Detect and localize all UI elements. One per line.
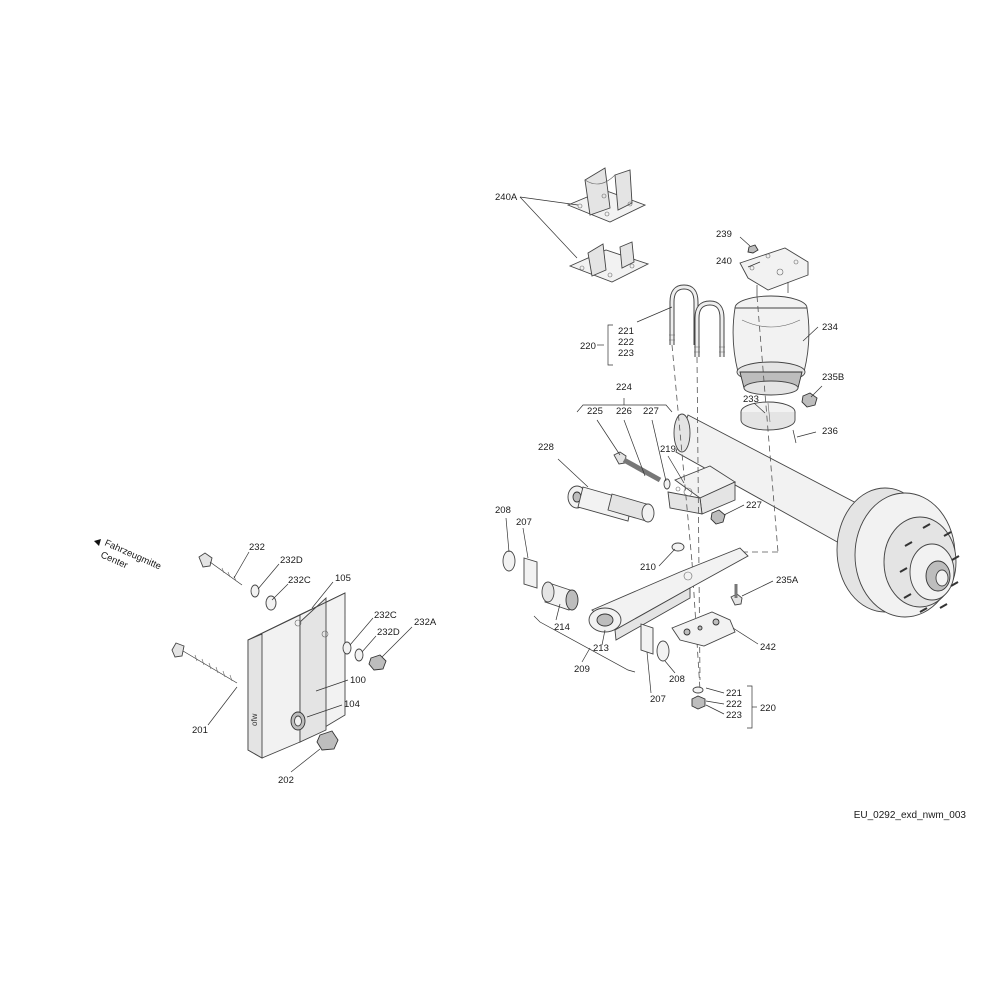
label-233: 233 (743, 394, 759, 405)
label-239: 239 (716, 229, 732, 240)
washer-208-right (656, 640, 670, 662)
bracket-nut (316, 730, 339, 751)
arm-bush (541, 581, 579, 611)
label-219: 219 (660, 444, 676, 455)
direction-indicator: Fahrzeugmitte Center (94, 538, 163, 572)
label-234: 234 (822, 322, 838, 333)
label-227-mid: 227 (746, 500, 762, 511)
shock-mount-bolt (613, 451, 726, 525)
label-223-lower: 223 (726, 710, 742, 721)
screw-236 (792, 429, 797, 444)
label-105: 105 (335, 573, 351, 584)
label-232D-lower: 232D (377, 627, 400, 638)
wear-plate-207-left (523, 557, 538, 589)
nut-239 (747, 244, 759, 254)
nut-223-lower (691, 695, 706, 710)
nut-235B (801, 392, 818, 408)
nut-232A (368, 654, 387, 671)
label-226: 226 (616, 406, 632, 417)
label-209: 209 (574, 664, 590, 675)
label-208-right: 208 (669, 674, 685, 685)
brake-drum-hub (836, 487, 960, 618)
bracket-back-plate (247, 633, 263, 759)
wear-plate-207-right (640, 623, 654, 655)
bracket-stamp: ofw (250, 713, 259, 726)
washer-222-lower (692, 686, 704, 694)
label-232D-upper: 232D (280, 555, 303, 566)
label-210: 210 (640, 562, 656, 573)
label-222-upper: 222 (618, 337, 634, 348)
label-104: 104 (344, 699, 360, 710)
hanger-bracket-assembly: ofw (171, 552, 387, 759)
label-224: 224 (616, 382, 632, 393)
nut-227-upper (710, 509, 726, 525)
u-bolt-clamp-plate (671, 611, 736, 647)
label-220-lower: 220 (760, 703, 776, 714)
label-240A: 240A (495, 192, 518, 203)
label-240: 240 (716, 256, 732, 267)
washer-232D-upper (250, 584, 260, 598)
label-221-lower: 221 (726, 688, 742, 699)
label-221-upper: 221 (618, 326, 634, 337)
label-214: 214 (554, 622, 570, 633)
axle-seat (667, 465, 736, 515)
label-225: 225 (587, 406, 603, 417)
label-222-lower: 222 (726, 699, 742, 710)
washer-226 (663, 478, 671, 490)
label-232A: 232A (414, 617, 437, 628)
leader-lines-right (505, 196, 823, 729)
label-228: 228 (538, 442, 554, 453)
label-242: 242 (760, 642, 776, 653)
long-bolt (171, 642, 238, 684)
upper-bolt (198, 552, 243, 586)
label-235A: 235A (776, 575, 799, 586)
bolt-235A (730, 584, 743, 606)
washer-208-left (502, 550, 516, 572)
label-207-left: 207 (516, 517, 532, 528)
label-235B: 235B (822, 372, 844, 383)
label-232C-upper: 232C (288, 575, 311, 586)
label-223-upper: 223 (618, 348, 634, 359)
washer-232D-lower (354, 648, 364, 662)
leader-lines-left (207, 551, 413, 773)
part-labels: 240A 239 240 221 222 223 220 234 235B 22… (192, 192, 844, 786)
label-236: 236 (822, 426, 838, 437)
bracket-top-flange (247, 592, 346, 641)
washer-232C-upper (265, 595, 277, 611)
u-bolts-upper (669, 284, 725, 357)
washer-232C-lower (342, 641, 352, 655)
label-202: 202 (278, 775, 294, 786)
label-100: 100 (350, 675, 366, 686)
trailing-arm (588, 547, 749, 641)
label-213: 213 (593, 643, 609, 654)
chassis-bracket-240A-upper (566, 167, 647, 223)
label-220-upper: 220 (580, 341, 596, 352)
air-spring-top-plate (739, 244, 809, 296)
label-208-left: 208 (495, 505, 511, 516)
label-232C-lower: 232C (374, 610, 397, 621)
label-201: 201 (192, 725, 208, 736)
direction-arrow-icon (94, 539, 101, 546)
air-spring-piston-plate (740, 401, 796, 431)
label-232: 232 (249, 542, 265, 553)
shock-absorber (567, 485, 655, 523)
drawing-reference: EU_0292_exd_nwm_003 (853, 810, 966, 821)
air-spring-bellow (732, 295, 810, 396)
chassis-bracket-240A-lower (568, 241, 650, 283)
label-207-right: 207 (650, 694, 666, 705)
label-227-top: 227 (643, 406, 659, 417)
